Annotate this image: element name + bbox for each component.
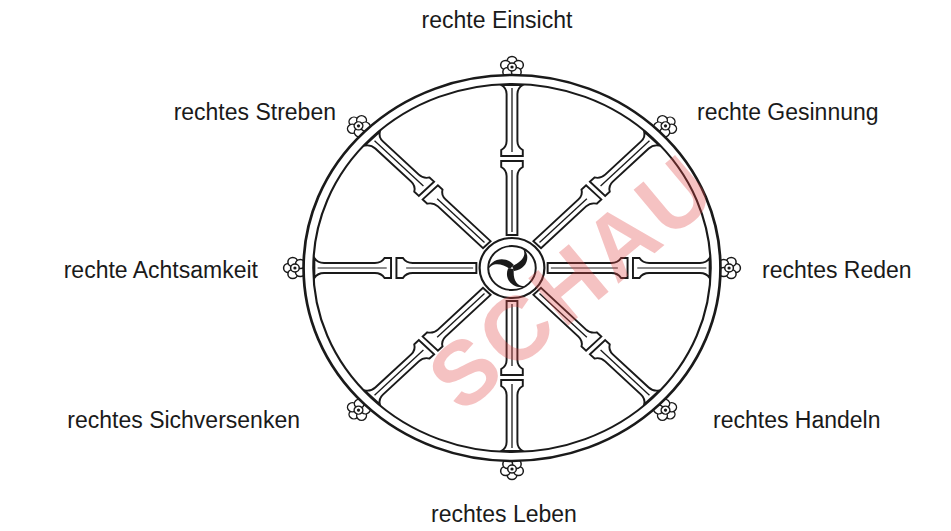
path-step-label: rechtes Leben: [431, 501, 577, 527]
path-step-label: rechte Gesinnung: [697, 99, 879, 125]
wheel-body: [284, 57, 741, 480]
watermark: SCHAU: [413, 138, 731, 426]
wheel-knob: [284, 258, 306, 279]
path-step-label: rechtes Reden: [762, 257, 912, 283]
wheel-knob: [719, 258, 741, 279]
wheel-spoke: [501, 85, 523, 235]
wheel-knob: [501, 57, 524, 77]
wheel-knob: [501, 460, 524, 480]
path-step-label: rechtes Streben: [174, 99, 336, 125]
wheel-spoke: [365, 132, 495, 252]
path-step-label: rechte Einsicht: [422, 7, 573, 33]
wheel-spoke: [314, 258, 476, 278]
path-step-label: rechte Achtsamkeit: [64, 257, 258, 283]
path-step-label: rechtes Sichversenken: [67, 407, 300, 433]
path-step-label: rechtes Handeln: [713, 407, 881, 433]
